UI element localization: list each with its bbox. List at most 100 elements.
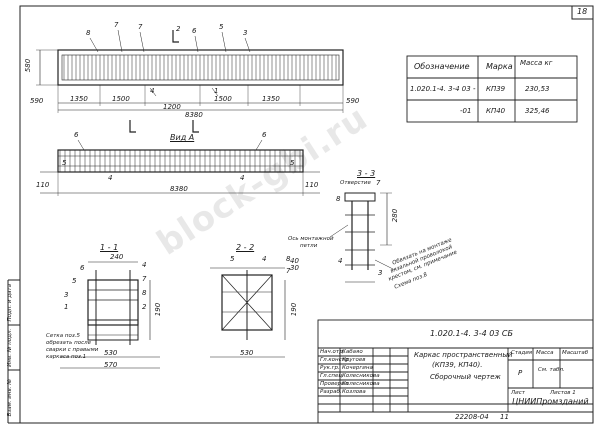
callout-sec1-1: 1 xyxy=(64,303,69,311)
side-label-1: Подп. и дата xyxy=(6,284,13,322)
spec-header-designation: Обозначение xyxy=(414,62,470,71)
section-1-title: 1 - 1 xyxy=(100,243,119,252)
note-sec1-3: сварки с правыми xyxy=(46,347,99,353)
section-3-3 xyxy=(329,192,396,283)
note-sec3-left-2: петли xyxy=(300,243,318,249)
side-label-3: Взам. инв. № xyxy=(6,379,13,417)
callout-sec2-4: 4 xyxy=(262,255,267,263)
sheets-label: Листов 1 xyxy=(550,390,576,396)
callout-mid-5a: 5 xyxy=(62,159,67,167)
callout-top-5: 5 xyxy=(219,23,224,31)
section-3-title: 3 - 3 xyxy=(357,169,376,178)
role-3: Рук.гр. xyxy=(320,365,340,371)
dim-top-seg-5: 1350 xyxy=(262,95,280,103)
callout-top-7a: 7 xyxy=(114,21,119,29)
name-5: Колесникова xyxy=(342,381,380,387)
dim-mid-total: 8380 xyxy=(170,185,188,193)
callout-top-6: 6 xyxy=(192,27,197,35)
role-4: Гл.спец. xyxy=(320,373,344,379)
note-sec3-top: Отверстие xyxy=(340,180,371,186)
stamp-number: 22208-04 xyxy=(455,413,489,421)
title-line-1: Каркас пространственный xyxy=(414,351,513,359)
role-6: Разраб. xyxy=(320,389,342,395)
callout-sec2-5: 5 xyxy=(230,255,235,263)
name-2: Кругоев xyxy=(342,357,366,363)
callout-mid-5b: 5 xyxy=(290,159,295,167)
title-line-2: (КП39, КП40). xyxy=(432,361,483,369)
section-2-title: 2 - 2 xyxy=(236,243,255,252)
note-sec1-1: Сетка поз.5 xyxy=(46,333,81,339)
dim-top-height: 580 xyxy=(24,58,33,73)
dim-top-total: 8380 xyxy=(185,111,203,119)
mid-view xyxy=(40,139,320,196)
spec-row1-mass: 230,53 xyxy=(525,85,550,93)
dim-top-right-offset: 590 xyxy=(346,97,360,105)
name-1: Кабаяо xyxy=(342,349,363,355)
callout-sec1-7: 7 xyxy=(142,275,147,283)
callout-top-2: 2 xyxy=(176,25,181,33)
stage-label: Стадия xyxy=(511,350,533,356)
dim-top-seg-3: 1200 xyxy=(163,103,181,111)
callout-mid-6b: 6 xyxy=(262,131,267,139)
callout-sec1-5: 5 xyxy=(72,277,77,285)
mass-value: См. табл. xyxy=(538,367,565,373)
callout-sec1-8: 8 xyxy=(142,289,147,297)
dim-sec1-height: 190 xyxy=(154,302,163,317)
name-3: Кочергина xyxy=(342,365,373,371)
spec-header-mass: Масса кг xyxy=(520,59,553,67)
sheet-number-box xyxy=(571,5,594,20)
callout-sec1-6: 6 xyxy=(80,264,85,272)
dim-sec2-40: 40 xyxy=(290,257,299,265)
dim-mid-left: 110 xyxy=(36,181,50,189)
spec-header-mark: Марка xyxy=(486,62,513,71)
callout-sec3-7: 7 xyxy=(376,179,381,187)
view-a-title: Вид А xyxy=(170,133,195,142)
dim-top-seg-4: 1500 xyxy=(214,95,232,103)
spec-row2-mass: 325,46 xyxy=(525,107,550,115)
note-sec1-4: каркаса поз.1 xyxy=(46,354,87,360)
title-block-grid xyxy=(317,319,594,424)
name-4: Колесникова xyxy=(342,373,380,379)
callout-sec1-4: 4 xyxy=(142,261,147,269)
dim-sec1-570: 570 xyxy=(104,361,118,369)
dim-sec1-width: 240 xyxy=(110,253,124,261)
top-view xyxy=(36,29,344,133)
callout-top-7b: 7 xyxy=(138,23,143,31)
section-2-2 xyxy=(210,267,286,358)
spec-row1-mark: КП39 xyxy=(486,85,506,93)
note-sec3-left-1: Ось монтажной xyxy=(288,236,334,242)
organization: ЦНИИПромзданий xyxy=(512,397,589,406)
dim-sec2-30: 30 xyxy=(290,264,299,272)
dim-top-left-offset: 590 xyxy=(30,97,44,105)
callout-top-3: 3 xyxy=(243,29,248,37)
title-line-3: Сборочный чертеж xyxy=(430,373,501,381)
callout-sec3-3: 3 xyxy=(378,269,383,277)
callout-mid-4a: 4 xyxy=(108,174,113,182)
name-6: Козлова xyxy=(342,389,366,395)
dim-top-seg-1: 1350 xyxy=(70,95,88,103)
sheet-number: 18 xyxy=(577,7,588,16)
dim-sec1-530: 530 xyxy=(104,349,118,357)
dim-top-seg-2: 1500 xyxy=(112,95,130,103)
callout-top-8: 8 xyxy=(86,29,91,37)
sheet-frame xyxy=(19,5,594,424)
callout-sec2-8: 8 xyxy=(286,255,291,263)
spec-row2-designation: -01 xyxy=(460,107,472,115)
title-block-code: 1.020.1-4. 3-4 03 СБ xyxy=(430,329,514,338)
callout-sec2-7: 7 xyxy=(286,267,291,275)
side-label-2: Инв. № подл. xyxy=(7,328,14,367)
callout-sec3-4: 4 xyxy=(338,257,343,265)
stage-value: Р xyxy=(518,369,523,377)
stamp-suffix: 11 xyxy=(500,413,509,421)
role-5: Проверил xyxy=(320,381,349,387)
callout-top-4: 4 xyxy=(150,87,155,95)
dim-sec2-height: 190 xyxy=(290,302,299,317)
note-sec1-2: обрезать после xyxy=(46,340,92,346)
role-1: Нач.отд. xyxy=(320,349,345,355)
callout-top-1: 1 xyxy=(214,87,219,95)
scale-label: Масштаб xyxy=(562,350,589,356)
dim-mid-right: 110 xyxy=(305,181,319,189)
dim-sec2-530: 530 xyxy=(240,349,254,357)
